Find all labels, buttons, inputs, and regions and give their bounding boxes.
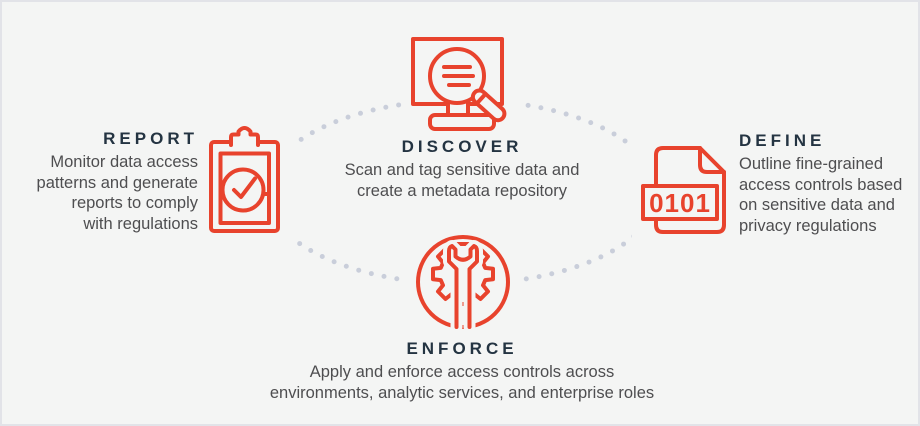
gear-wrench-icon xyxy=(416,235,510,333)
define-heading: DEFINE xyxy=(739,131,826,150)
clipboard-check-icon xyxy=(209,126,280,233)
stage-enforce: ENFORCE Apply and enforce access control… xyxy=(202,339,722,403)
define-desc-line: on sensitive data and xyxy=(739,196,895,214)
define-desc-line: privacy regulations xyxy=(739,216,877,235)
stage-define: DEFINE Outline fine-grained access contr… xyxy=(739,131,917,236)
define-desc-line: Outline fine-grained xyxy=(739,155,884,173)
enforce-desc-line: Apply and enforce access controls across xyxy=(309,363,615,381)
stage-report: REPORT Monitor data access patterns and … xyxy=(8,129,198,234)
discover-desc-line: Scan and tag sensitive data and xyxy=(344,161,580,179)
discover-heading: DISCOVER xyxy=(401,137,523,156)
define-desc-line: access controls based xyxy=(739,175,903,194)
enforce-heading: ENFORCE xyxy=(406,339,518,358)
document-magnifier-icon xyxy=(411,37,507,131)
report-heading: REPORT xyxy=(103,129,198,148)
report-desc-line: Monitor data access xyxy=(50,153,198,171)
enforce-desc-line: environments, analytic services, and ent… xyxy=(269,383,655,402)
report-desc-line: patterns and generate xyxy=(36,173,198,192)
stage-discover: DISCOVER Scan and tag sensitive data and… xyxy=(287,137,637,201)
report-desc-line: reports to comply xyxy=(71,194,198,212)
report-desc-line: with regulations xyxy=(83,214,198,233)
binary-code-label: 0101 xyxy=(649,188,711,218)
binary-document-icon: 0101 xyxy=(641,146,726,234)
discover-desc-line: create a metadata repository xyxy=(356,181,568,200)
